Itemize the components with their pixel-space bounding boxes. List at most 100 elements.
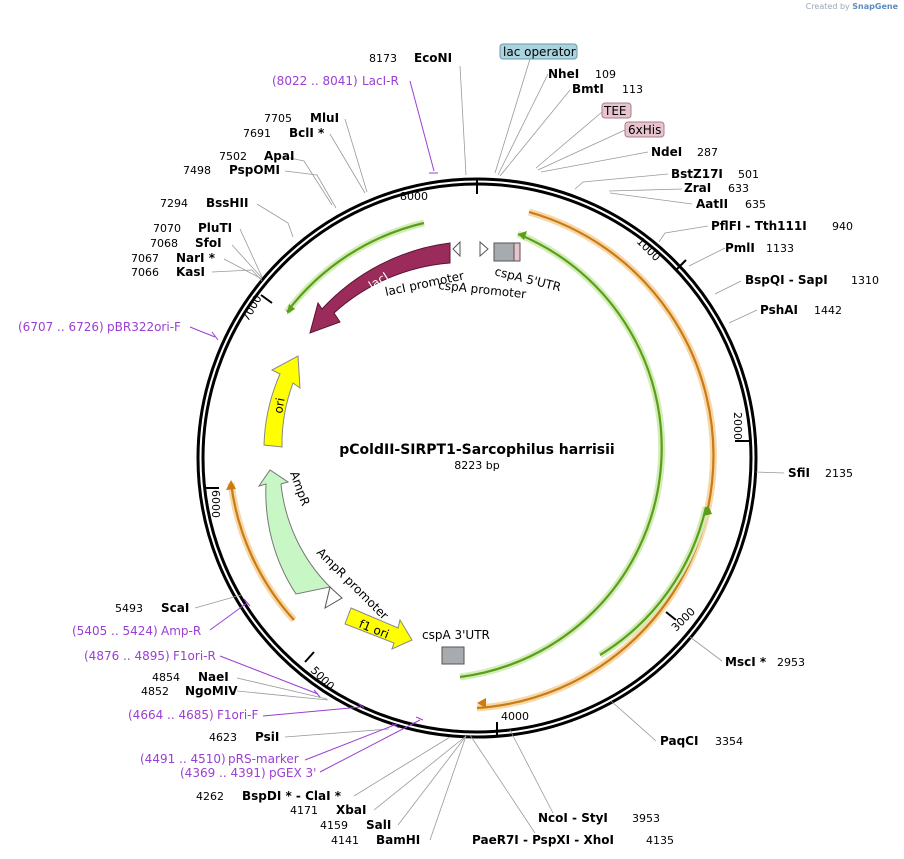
svg-text:NdeI: NdeI <box>651 145 682 159</box>
svg-text:7691: 7691 <box>243 127 271 140</box>
site-bcli: 7691 BclI * <box>243 126 325 140</box>
site-msci: MscI * 2953 <box>725 655 805 669</box>
svg-text:BspDI * - ClaI *: BspDI * - ClaI * <box>242 789 342 803</box>
svg-text:7067: 7067 <box>131 252 159 265</box>
svg-text:8173: 8173 <box>369 52 397 65</box>
svg-text:pGEX 3': pGEX 3' <box>269 766 316 780</box>
primer-f1ori-f: (4664 .. 4685)F1ori-F <box>128 708 258 722</box>
svg-text:ZraI: ZraI <box>684 181 711 195</box>
svg-text:PaqCI: PaqCI <box>660 734 698 748</box>
svg-text:NcoI - StyI: NcoI - StyI <box>538 811 608 825</box>
svg-text:1133: 1133 <box>766 242 794 255</box>
svg-text:BclI *: BclI * <box>289 126 325 140</box>
svg-text:MscI *: MscI * <box>725 655 767 669</box>
svg-text:7066: 7066 <box>131 266 159 279</box>
primer-laci-r: (8022 .. 8041)LacI-R <box>272 74 399 88</box>
svg-text:MluI: MluI <box>310 111 339 125</box>
svg-text:4854: 4854 <box>152 671 180 684</box>
svg-text:7068: 7068 <box>150 237 178 250</box>
svg-text:lac operator: lac operator <box>503 45 576 59</box>
svg-text:4141: 4141 <box>331 834 359 847</box>
svg-text:SalI: SalI <box>366 818 391 832</box>
tick-2000: 2000 <box>731 412 744 440</box>
svg-text:(4664 .. 4685): (4664 .. 4685) <box>128 708 214 722</box>
site-ndei: NdeI 287 <box>651 145 718 159</box>
svg-text:4262: 4262 <box>196 790 224 803</box>
badge-lac-operator: lac operator <box>499 43 578 60</box>
svg-text:1442: 1442 <box>814 304 842 317</box>
site-mlui: 7705 MluI <box>264 111 339 125</box>
svg-text:EcoNI: EcoNI <box>414 51 452 65</box>
tick-8000: 8000 <box>400 190 428 203</box>
svg-text:(4876 .. 4895): (4876 .. 4895) <box>84 649 170 663</box>
svg-text:7498: 7498 <box>183 164 211 177</box>
site-paqci: PaqCI 3354 <box>660 734 743 748</box>
tag-box <box>513 242 521 262</box>
svg-text:3953: 3953 <box>632 812 660 825</box>
orf-arcs <box>226 208 717 712</box>
site-econi: 8173 EcoNI <box>369 51 452 65</box>
svg-text:7502: 7502 <box>219 150 247 163</box>
plasmid-title: pColdII-SIRPT1-Sarcophilus harrisii <box>339 442 614 458</box>
primer-amp-r: (5405 .. 5424)Amp-R <box>72 624 201 638</box>
svg-text:7294: 7294 <box>160 197 188 210</box>
ampR-label: AmpR <box>287 469 312 507</box>
svg-text:4623: 4623 <box>209 731 237 744</box>
svg-text:PflFI - Tth111I: PflFI - Tth111I <box>711 219 807 233</box>
tick-6000: 6000 <box>209 490 222 518</box>
svg-text:F1ori-R: F1ori-R <box>173 649 216 663</box>
svg-text:BstZ17I: BstZ17I <box>671 167 723 181</box>
svg-text:LacI-R: LacI-R <box>362 74 399 88</box>
svg-text:6xHis: 6xHis <box>628 123 661 137</box>
site-sali: 4159 SalI <box>320 818 391 832</box>
svg-text:635: 635 <box>745 198 766 211</box>
tick-3000: 3000 <box>669 605 698 634</box>
site-bspdi-clai: 4262 BspDI * - ClaI * <box>196 789 342 803</box>
site-psii: 4623 PsiI <box>209 730 279 744</box>
tick-marks <box>205 179 749 736</box>
credit-brand: SnapGene <box>852 2 898 11</box>
badge-tee: TEE <box>601 102 632 119</box>
svg-text:(6707 .. 6726): (6707 .. 6726) <box>18 320 104 334</box>
svg-text:287: 287 <box>697 146 718 159</box>
site-bspqi-sapi: BspQI - SapI 1310 <box>745 273 879 287</box>
svg-text:3354: 3354 <box>715 735 743 748</box>
svg-text:1310: 1310 <box>851 274 879 287</box>
svg-text:109: 109 <box>595 68 616 81</box>
svg-text:4171: 4171 <box>290 804 318 817</box>
svg-text:BspQI - SapI: BspQI - SapI <box>745 273 828 287</box>
svg-text:4852: 4852 <box>141 685 169 698</box>
svg-text:ApaI: ApaI <box>264 149 294 163</box>
backbone <box>196 177 758 739</box>
svg-text:4159: 4159 <box>320 819 348 832</box>
svg-text:BmtI: BmtI <box>572 82 604 96</box>
badge-6xhis: 6xHis <box>624 121 665 138</box>
promoter-arrows <box>452 240 489 258</box>
ori-feature: ori <box>263 355 301 448</box>
svg-text:(5405 .. 5424): (5405 .. 5424) <box>72 624 158 638</box>
svg-text:PsiI: PsiI <box>255 730 279 744</box>
svg-text:633: 633 <box>728 182 749 195</box>
svg-text:2953: 2953 <box>777 656 805 669</box>
svg-text:940: 940 <box>832 220 853 233</box>
svg-text:7705: 7705 <box>264 112 292 125</box>
svg-text:113: 113 <box>622 83 643 96</box>
svg-text:F1ori-F: F1ori-F <box>217 708 258 722</box>
primer-pgex3: (4369 .. 4391)pGEX 3' <box>180 766 316 780</box>
svg-text:5493: 5493 <box>115 602 143 615</box>
primer-pbr322ori-f: (6707 .. 6726)pBR322ori-F <box>18 320 181 334</box>
svg-text:PluTI: PluTI <box>198 221 232 235</box>
